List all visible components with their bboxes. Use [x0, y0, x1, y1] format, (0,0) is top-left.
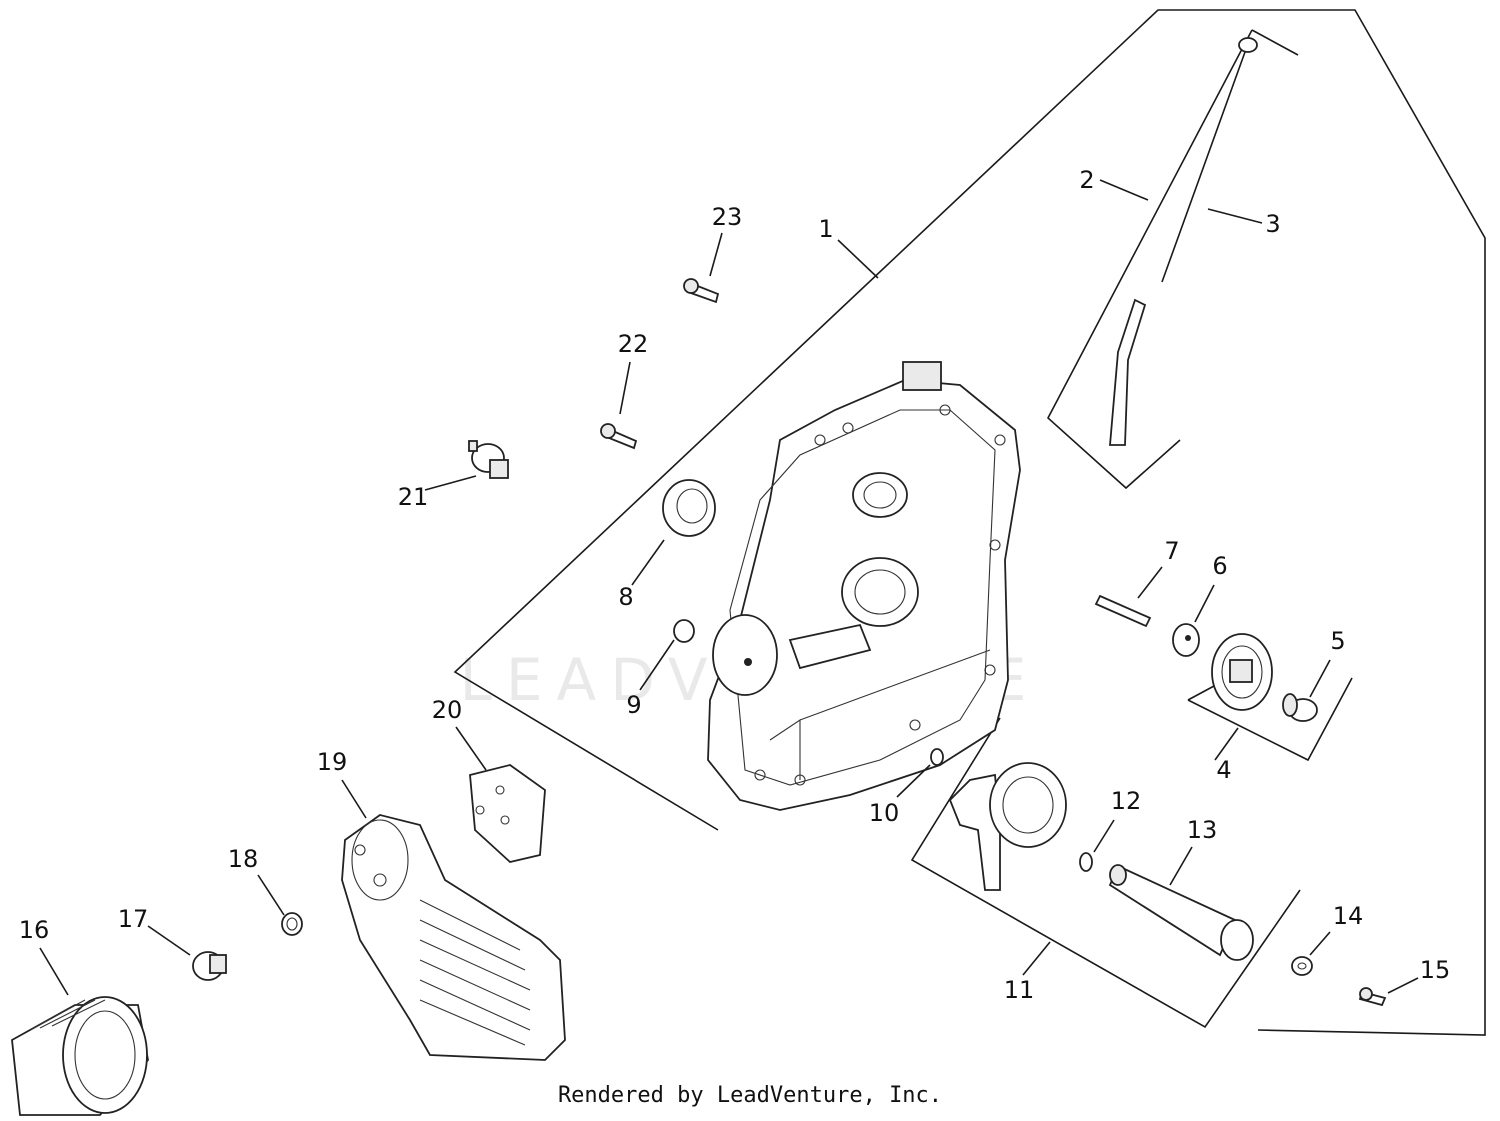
bolt-23-part: [683, 278, 720, 304]
bolt-22-part: [600, 423, 638, 450]
callout-9: 9: [626, 691, 641, 719]
callout-labels: 1 2 3 4 5 6 7 8 9 10 11 12 13 14 15 16 1…: [19, 166, 1451, 1004]
footer-credit: Rendered by LeadVenture, Inc.: [557, 1083, 943, 1108]
callout-14: 14: [1333, 902, 1364, 930]
callout-22: 22: [618, 330, 649, 358]
screw-15-part: [1358, 987, 1387, 1007]
callout-5: 5: [1330, 627, 1345, 655]
callout-17: 17: [118, 905, 149, 933]
drain-plug-part: [192, 951, 227, 981]
pressure-switch-part: [468, 440, 509, 479]
callout-18: 18: [228, 845, 259, 873]
callout-3: 3: [1265, 210, 1280, 238]
oil-pump-gear-part: [1211, 633, 1273, 711]
pin-part: [1094, 594, 1152, 628]
gasket-plate-part: [469, 764, 546, 863]
callout-13: 13: [1187, 816, 1218, 844]
callout-1: 1: [818, 215, 833, 243]
group-outlines: [453, 9, 1486, 1036]
oil-pickup-part: [1108, 864, 1254, 961]
dowel-part: [673, 619, 695, 643]
callout-6: 6: [1212, 552, 1227, 580]
callout-10: 10: [869, 799, 900, 827]
crankcase-cover-part: [707, 361, 1021, 811]
shaft-plug-part: [1282, 693, 1318, 722]
callout-23: 23: [712, 203, 743, 231]
callout-15: 15: [1420, 956, 1451, 984]
callout-8: 8: [618, 583, 633, 611]
oil-cooler-part: [341, 814, 566, 1061]
callout-16: 16: [19, 916, 50, 944]
governor-gear-part: [948, 762, 1067, 891]
washer-14-part: [1291, 956, 1313, 976]
o-ring-part: [930, 748, 944, 766]
washer-part: [1172, 623, 1200, 657]
fitting-part: [281, 912, 303, 936]
o-ring-12-part: [1079, 852, 1093, 872]
callout-20: 20: [432, 696, 463, 724]
callout-12: 12: [1111, 787, 1142, 815]
oil-filter-part: [11, 996, 149, 1116]
leader-lines: [39, 179, 1419, 996]
callout-2: 2: [1079, 166, 1094, 194]
callout-7: 7: [1164, 537, 1179, 565]
callout-21: 21: [398, 483, 429, 511]
callout-4: 4: [1216, 756, 1231, 784]
oil-seal-part: [662, 479, 716, 537]
callout-11: 11: [1004, 976, 1035, 1004]
dipstick-part: [1109, 37, 1258, 446]
callout-19: 19: [317, 748, 348, 776]
